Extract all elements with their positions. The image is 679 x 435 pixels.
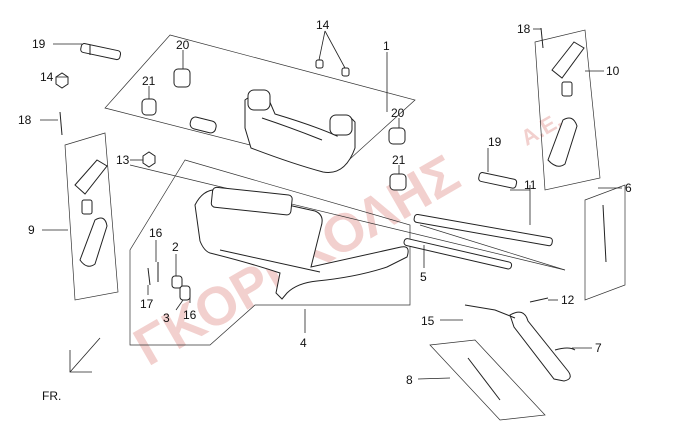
callout-5: 5 [420, 270, 427, 284]
main-stand-4 [194, 186, 409, 300]
footrest-left-9 [74, 159, 108, 267]
callout-21-left: 21 [142, 74, 156, 88]
callout-19-right: 19 [488, 135, 502, 149]
callout-3: 3 [163, 311, 170, 325]
washer-14-b [341, 67, 350, 77]
callout-18-left: 18 [18, 113, 32, 127]
callout-1: 1 [383, 39, 390, 53]
callout-17: 17 [140, 297, 154, 311]
spring-8 [467, 357, 501, 401]
callout-18-right: 18 [517, 22, 531, 36]
frame-footrest-left [64, 132, 119, 301]
bracket-1 [244, 89, 356, 173]
callout-9: 9 [28, 223, 35, 237]
callout-10: 10 [606, 64, 620, 78]
shaft-5 [403, 238, 513, 270]
bolt-12 [529, 297, 549, 303]
frame-spring-kit [429, 339, 546, 421]
bolt-18-right [540, 27, 544, 49]
bushing-21-right [389, 173, 407, 191]
frame-footrest-right [534, 29, 601, 191]
callout-11: 11 [524, 178, 537, 192]
callout-labels: 19 14 20 21 14 1 20 21 19 11 13 18 18 10… [18, 18, 632, 403]
frame-main-stand [129, 159, 411, 346]
footrest-right-10 [547, 41, 585, 167]
bushing-20-right [388, 127, 406, 145]
bushing-21-left [141, 98, 157, 116]
nut-14-left [55, 72, 69, 89]
callout-12: 12 [561, 293, 575, 307]
shaft-11 [413, 213, 553, 247]
callout-4: 4 [300, 336, 307, 350]
frame-side-stand-spring [584, 184, 626, 301]
callout-2: 2 [172, 240, 179, 254]
side-stand-7 [509, 311, 576, 382]
frame-shaft-top [129, 164, 566, 271]
leader-lines [40, 28, 622, 380]
part-drawings [55, 27, 607, 401]
callout-7: 7 [595, 341, 602, 355]
callout-15: 15 [421, 314, 435, 328]
assembly-frames [64, 29, 626, 421]
callout-16-top: 16 [149, 226, 163, 240]
sleeve-left [189, 116, 217, 134]
callout-21-right: 21 [392, 153, 406, 167]
callout-13: 13 [116, 153, 130, 167]
bushing-20-left [173, 68, 191, 88]
callout-20-left: 20 [176, 38, 190, 52]
front-direction-arrow [69, 337, 101, 373]
callout-6: 6 [625, 181, 632, 195]
front-direction-label: FR. [42, 389, 61, 403]
pin-2 [171, 275, 183, 289]
callout-14-left: 14 [40, 70, 54, 84]
pin-17 [147, 267, 151, 286]
nut-13 [142, 151, 156, 168]
bolt-19-right [478, 172, 518, 189]
callout-14-top: 14 [316, 18, 330, 32]
callout-16-bottom: 16 [183, 308, 197, 322]
bracket-15 [464, 304, 516, 319]
callout-8: 8 [406, 373, 413, 387]
bolt-18-left [59, 111, 63, 136]
spring-6 [602, 204, 607, 263]
bolt-19-top [80, 43, 122, 61]
washer-14-a [315, 59, 324, 69]
frame-shaft-right [419, 224, 566, 271]
callout-19-top: 19 [32, 37, 46, 51]
collar-3 [179, 285, 191, 301]
callout-20-right: 20 [391, 106, 405, 120]
